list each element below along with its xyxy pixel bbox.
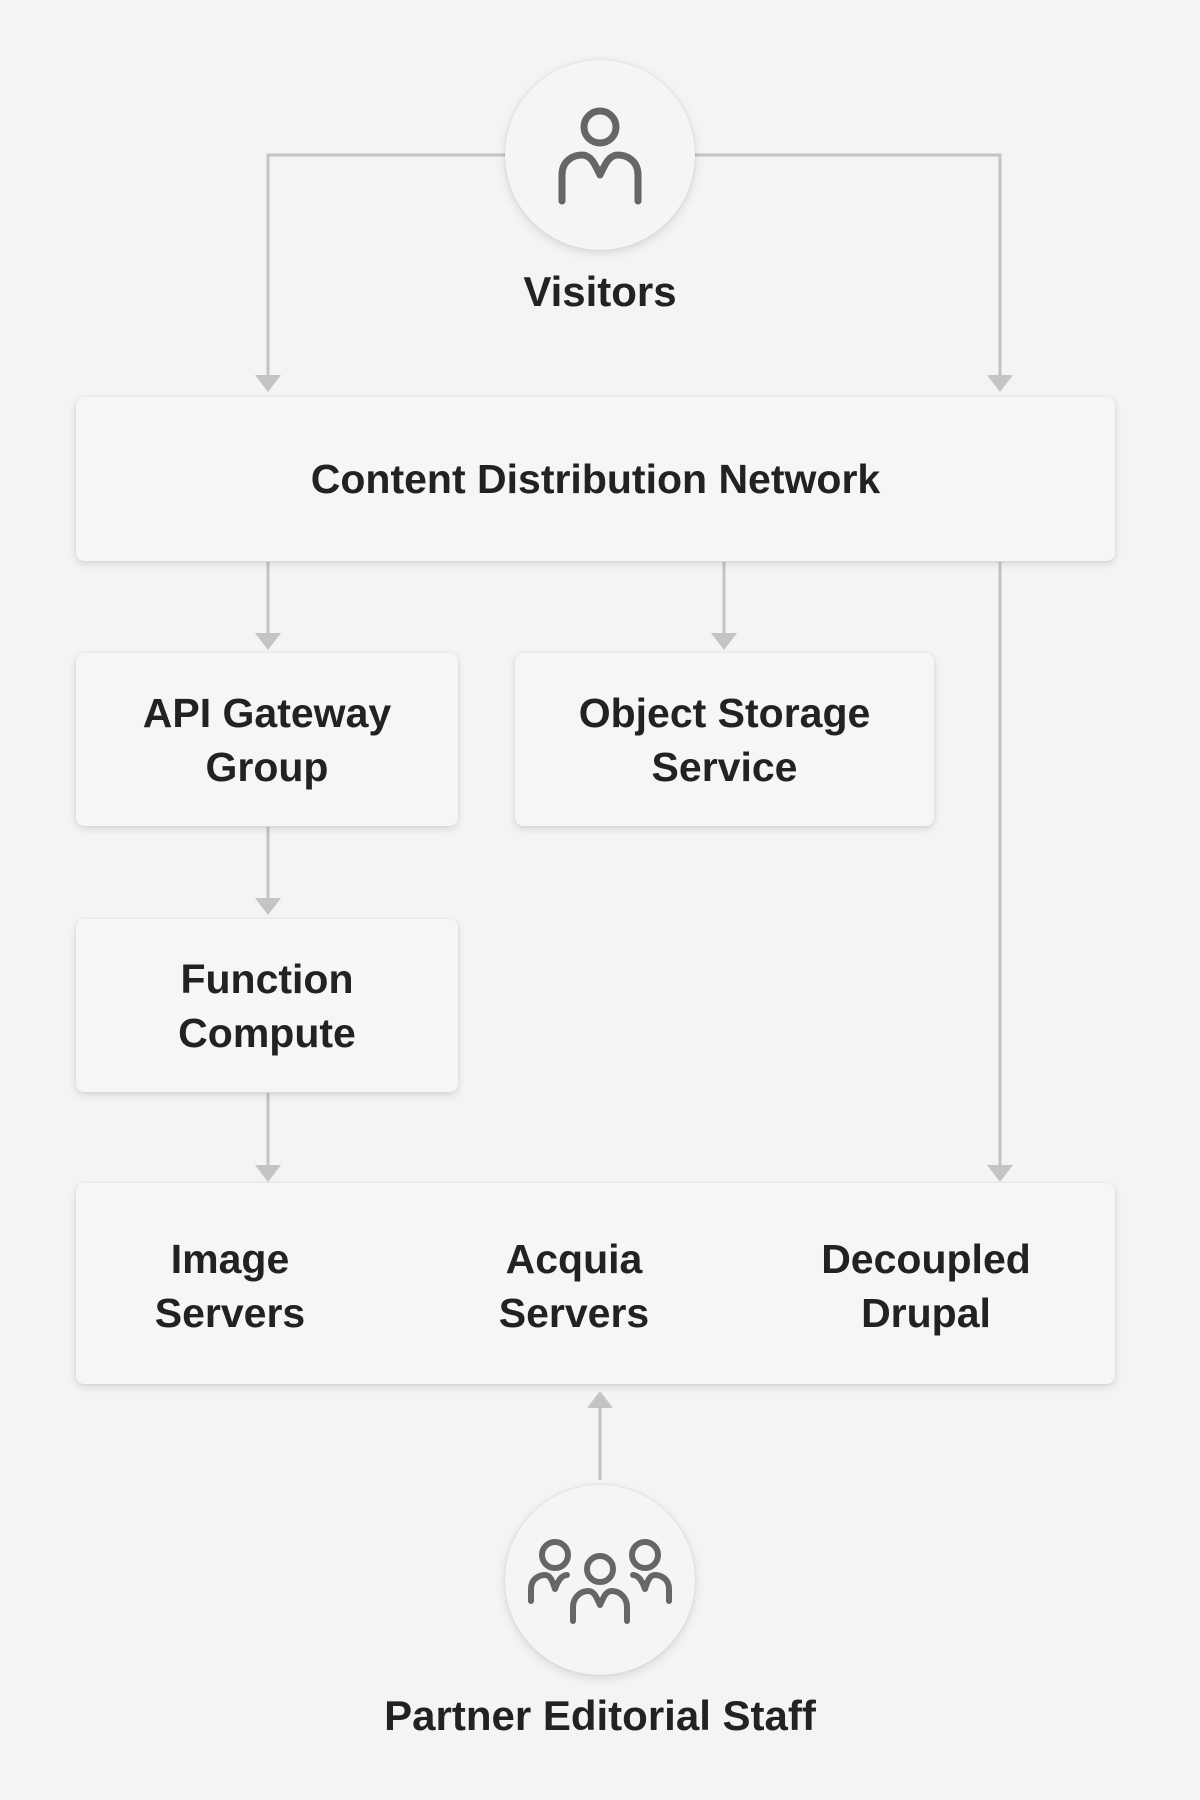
backend-group-node xyxy=(76,1183,1115,1384)
person-icon xyxy=(558,107,642,205)
arrowhead-visitors-to-cdn-left xyxy=(255,375,281,392)
acquia-servers-label-line1: Acquia xyxy=(505,1236,643,1282)
decoupled-drupal-label-line1: Decoupled xyxy=(821,1236,1031,1282)
function-compute-label-line2: Compute xyxy=(178,1009,356,1056)
cdn-label: Content Distribution Network xyxy=(310,456,881,502)
visitors-node xyxy=(505,60,695,250)
image-servers-label-line2: Servers xyxy=(154,1290,306,1336)
group-icon xyxy=(528,1539,672,1624)
api-gateway-label-line1: API Gateway xyxy=(142,689,392,736)
object-storage-node: Object Storage Service xyxy=(515,653,934,826)
arrowhead-cdn-to-backend xyxy=(987,1165,1013,1182)
api-gateway-label-line2: Group xyxy=(205,743,329,790)
arrowhead-visitors-to-cdn-right xyxy=(987,375,1013,392)
visitors-label: Visitors xyxy=(523,268,677,315)
arrowhead-function-compute-to-backend xyxy=(255,1165,281,1182)
function-compute-node: Function Compute xyxy=(76,919,458,1092)
acquia-servers-node: Acquia Servers xyxy=(424,1232,724,1340)
acquia-servers-label-line2: Servers xyxy=(498,1290,650,1336)
decoupled-drupal-label-line2: Drupal xyxy=(861,1290,991,1336)
function-compute-label-line1: Function xyxy=(180,955,354,1002)
api-gateway-node: API Gateway Group xyxy=(76,653,458,826)
partner-staff-node xyxy=(505,1485,695,1675)
image-servers-node: Image Servers xyxy=(80,1232,380,1340)
object-storage-label-line2: Service xyxy=(651,743,798,790)
arrowhead-cdn-to-object-storage xyxy=(711,633,737,650)
arrowhead-api-gateway-to-function-compute xyxy=(255,898,281,915)
image-servers-label-line1: Image xyxy=(170,1236,290,1282)
object-storage-label-line1: Object Storage xyxy=(578,689,871,736)
cdn-node: Content Distribution Network xyxy=(76,397,1115,561)
arrowhead-cdn-to-api-gateway xyxy=(255,633,281,650)
arrowhead-partner-staff-to-backend xyxy=(587,1391,613,1408)
decoupled-drupal-node: Decoupled Drupal xyxy=(776,1232,1076,1340)
partner-staff-label: Partner Editorial Staff xyxy=(384,1692,816,1739)
